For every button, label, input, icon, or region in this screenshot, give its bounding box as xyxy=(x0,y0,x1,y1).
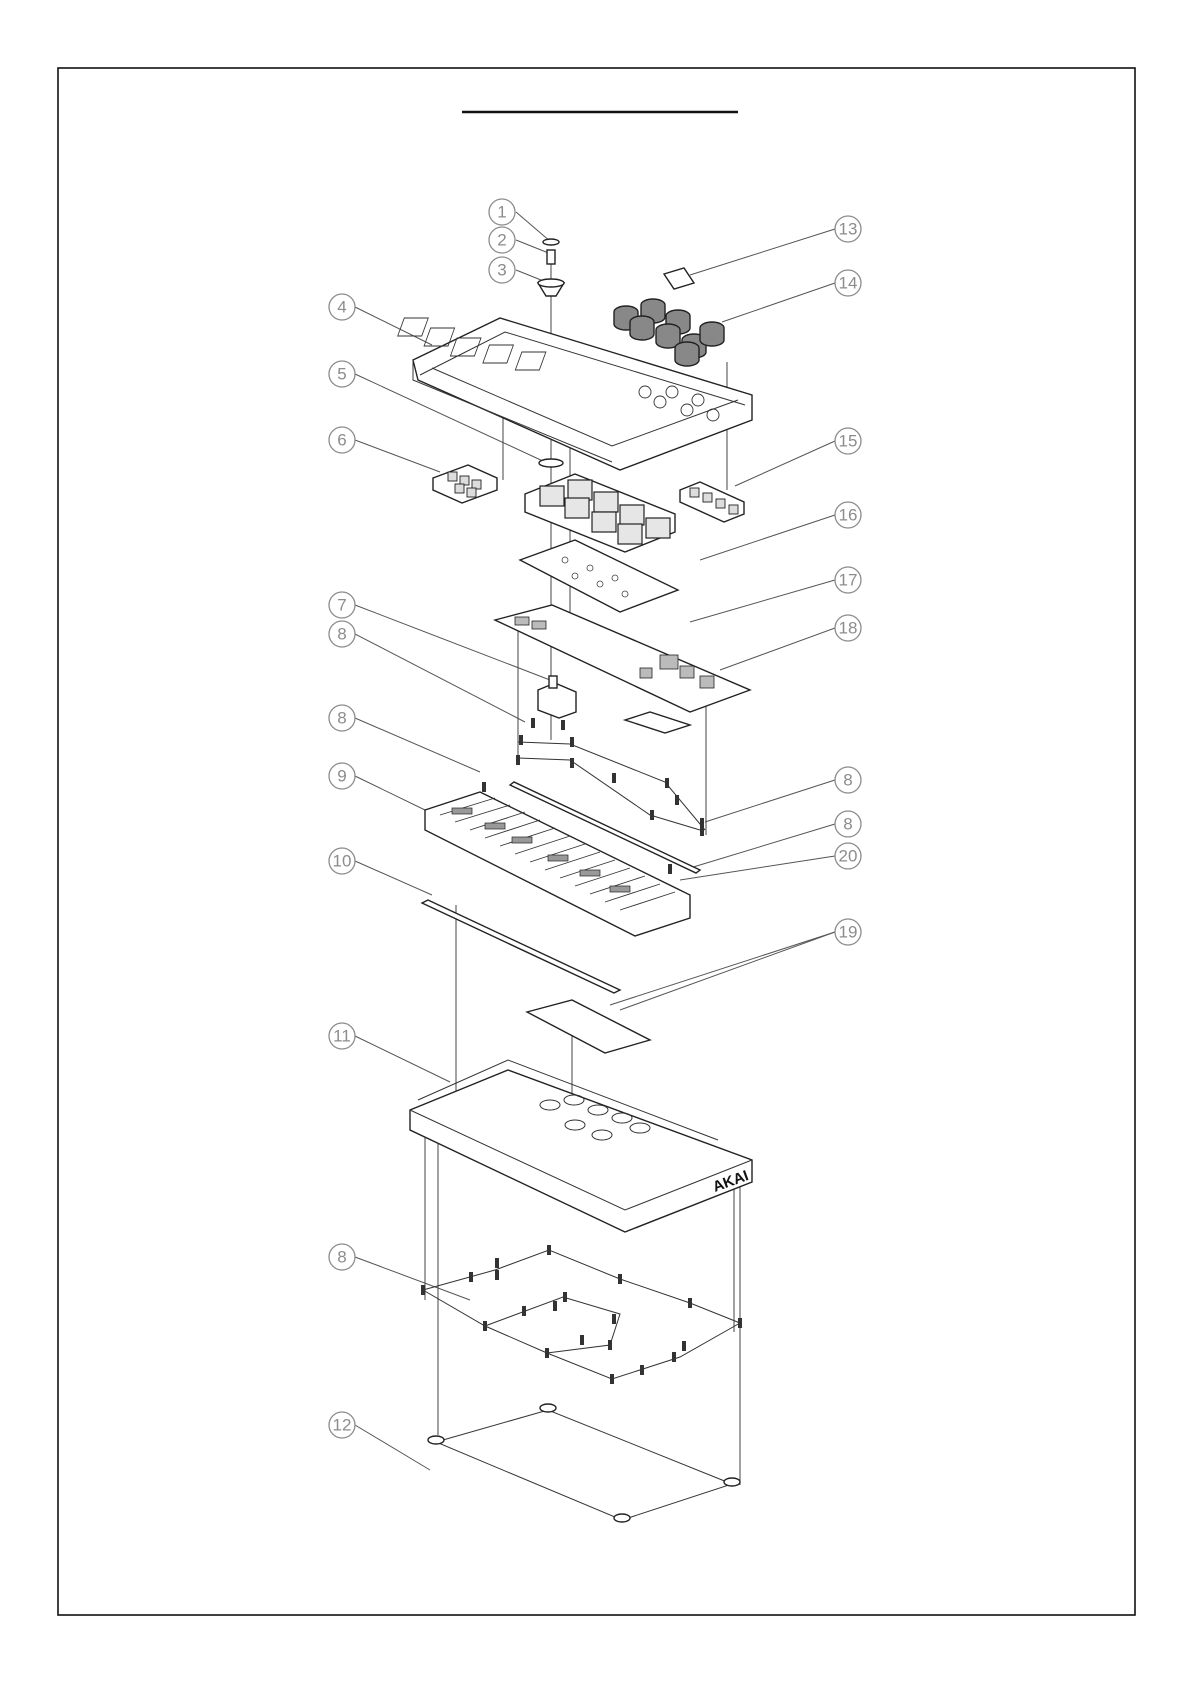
callout-8-c: 8 xyxy=(329,1244,355,1270)
callout-2-label: 2 xyxy=(497,231,506,250)
callout-4: 4 xyxy=(329,294,355,320)
callout-7: 7 xyxy=(329,592,355,618)
callout-8-d: 8 xyxy=(835,767,861,793)
callout-8-a: 8 xyxy=(329,621,355,647)
callout-5-label: 5 xyxy=(337,365,346,384)
callout-6: 6 xyxy=(329,427,355,453)
callout-16: 16 xyxy=(835,502,861,528)
callout-7-label: 7 xyxy=(337,596,346,615)
callout-8b-label: 8 xyxy=(337,709,346,728)
callout-8e-label: 8 xyxy=(843,815,852,834)
callout-20: 20 xyxy=(835,843,861,869)
callout-12: 12 xyxy=(329,1412,355,1438)
callout-13-label: 13 xyxy=(839,220,858,239)
callout-3: 3 xyxy=(489,257,515,283)
callout-12-label: 12 xyxy=(333,1416,352,1435)
callout-4-label: 4 xyxy=(337,298,346,317)
callout-10-label: 10 xyxy=(333,852,352,871)
callout-14-label: 14 xyxy=(839,274,858,293)
callout-8c-label: 8 xyxy=(337,1248,346,1267)
callout-19-label: 19 xyxy=(839,923,858,942)
callout-8d-label: 8 xyxy=(843,771,852,790)
part-drum-pads xyxy=(525,474,675,552)
callout-1-label: 1 xyxy=(497,203,506,222)
callout-6-label: 6 xyxy=(337,431,346,450)
callout-10: 10 xyxy=(329,848,355,874)
part-foam-pad xyxy=(527,1000,650,1053)
part-main-pcb xyxy=(495,605,750,733)
part-label-strip xyxy=(664,268,694,289)
callout-8-b: 8 xyxy=(329,705,355,731)
callout-19: 19 xyxy=(835,919,861,945)
part-washer xyxy=(539,459,563,467)
callout-18-label: 18 xyxy=(839,619,858,638)
callout-3-label: 3 xyxy=(497,261,506,280)
callout-13: 13 xyxy=(835,216,861,242)
part-button-pad xyxy=(433,465,497,503)
callout-20-label: 20 xyxy=(839,847,858,866)
part-pitch-bracket xyxy=(538,676,576,718)
callout-11-label: 11 xyxy=(333,1027,351,1046)
callout-17-label: 17 xyxy=(839,571,858,590)
callout-2: 2 xyxy=(489,227,515,253)
drawing-frame xyxy=(58,68,1135,1615)
callout-8-e: 8 xyxy=(835,811,861,837)
part-rubber-feet xyxy=(428,1404,740,1522)
callout-1: 1 xyxy=(489,199,515,225)
part-screws-bottom xyxy=(421,1245,742,1384)
callout-8a-label: 8 xyxy=(337,625,346,644)
callout-15: 15 xyxy=(835,428,861,454)
callout-9-label: 9 xyxy=(337,767,346,786)
callout-16-label: 16 xyxy=(839,506,858,525)
part-transport-buttons xyxy=(680,482,744,522)
callout-18: 18 xyxy=(835,615,861,641)
callout-15-label: 15 xyxy=(839,432,858,451)
callout-9: 9 xyxy=(329,763,355,789)
callout-11: 11 xyxy=(329,1023,355,1049)
part-knob-set xyxy=(614,299,724,366)
callout-5: 5 xyxy=(329,361,355,387)
part-pad-sensor-sheet xyxy=(520,540,678,612)
callout-17: 17 xyxy=(835,567,861,593)
callout-14: 14 xyxy=(835,270,861,296)
part-bottom-case: AKAI xyxy=(410,1060,752,1232)
